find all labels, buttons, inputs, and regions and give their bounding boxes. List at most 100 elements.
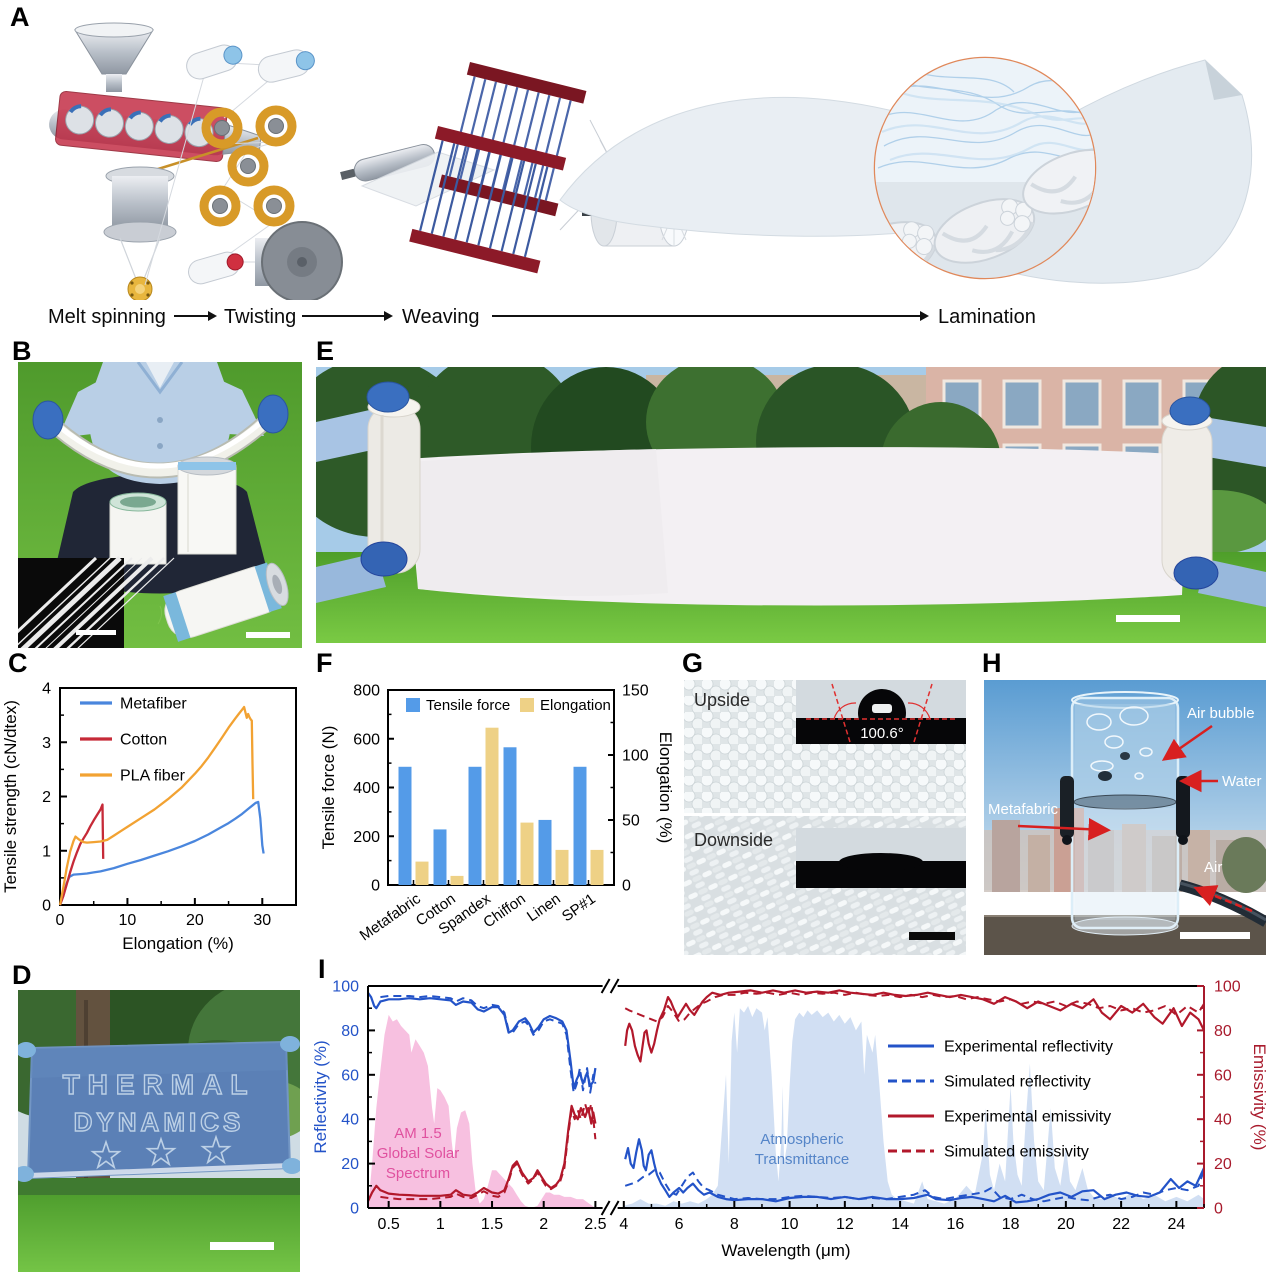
panel-label-b: B (12, 336, 32, 366)
step-twisting: Twisting (224, 306, 297, 328)
svg-text:14: 14 (891, 1216, 909, 1233)
svg-text:20: 20 (341, 1156, 359, 1173)
svg-text:0: 0 (42, 898, 51, 915)
svg-text:12: 12 (836, 1216, 854, 1233)
metafabric-banner: THERMAL DYNAMICS (18, 1036, 300, 1182)
contact-angle-value: 100.6° (860, 725, 904, 742)
svg-text:PLA fiber: PLA fiber (120, 768, 186, 785)
air-bubble-label: Air bubble (1187, 705, 1255, 722)
svg-text:20: 20 (1214, 1156, 1232, 1173)
svg-text:Tensile force (N): Tensile force (N) (319, 726, 338, 850)
svg-text:22: 22 (1112, 1216, 1130, 1233)
svg-text:0: 0 (622, 878, 631, 895)
svg-text:100: 100 (332, 979, 359, 996)
step-melt-spinning: Melt spinning (48, 306, 166, 328)
star-icon (90, 1134, 232, 1170)
svg-text:24: 24 (1167, 1216, 1185, 1233)
process-arrow (492, 311, 929, 321)
svg-text:Cotton: Cotton (120, 732, 167, 749)
svg-text:Transmittance: Transmittance (755, 1151, 849, 1168)
svg-text:Spectrum: Spectrum (386, 1165, 450, 1182)
corner-ties (18, 1036, 300, 1182)
panel-label-g: G (682, 648, 704, 678)
lamination-illustration (559, 56, 1252, 284)
right-roll-and-hands (1161, 396, 1266, 607)
scale-bar (1180, 932, 1250, 939)
air-label: Air (1204, 859, 1222, 876)
svg-text:60: 60 (1214, 1067, 1232, 1084)
glove (1169, 396, 1211, 426)
svg-text:3: 3 (42, 735, 51, 752)
step-lamination: Lamination (938, 306, 1036, 328)
air-column (1075, 808, 1175, 920)
fabric-surface-photos: Upside 100.6° Downside (684, 680, 966, 955)
glove (366, 381, 410, 413)
clamp (1176, 776, 1190, 838)
svg-text:Linen: Linen (524, 890, 564, 925)
svg-text:16: 16 (946, 1216, 964, 1233)
process-arrow (174, 311, 217, 321)
svg-text:Wavelength (μm): Wavelength (μm) (721, 1241, 850, 1260)
panel-label-d: D (12, 960, 32, 990)
city-skyline (984, 808, 1266, 893)
scale-bar (76, 630, 116, 635)
svg-text:1: 1 (42, 843, 51, 860)
svg-text:Simulated reflectivity: Simulated reflectivity (944, 1074, 1091, 1091)
process-arrow (302, 311, 393, 321)
dyed-banner-photo: THERMAL DYNAMICS (18, 990, 300, 1272)
svg-text:2: 2 (42, 789, 51, 806)
lawn (18, 1195, 300, 1272)
svg-text:100: 100 (622, 748, 649, 765)
svg-text:Tensile force: Tensile force (426, 697, 510, 714)
svg-text:Metafiber: Metafiber (120, 696, 187, 713)
svg-text:50: 50 (622, 813, 640, 830)
svg-text:150: 150 (622, 683, 649, 700)
svg-text:100: 100 (1214, 979, 1241, 996)
svg-text:0.5: 0.5 (378, 1216, 400, 1233)
svg-text:8: 8 (730, 1216, 739, 1233)
svg-text:4: 4 (42, 681, 51, 698)
melt-spinning-illustration (49, 22, 262, 300)
svg-text:Simulated emissivity: Simulated emissivity (944, 1144, 1089, 1161)
svg-text:Experimental emissivity: Experimental emissivity (944, 1109, 1111, 1126)
svg-text:Experimental reflectivity: Experimental reflectivity (944, 1039, 1113, 1056)
air-bubbles (1086, 706, 1153, 780)
sem-inset (18, 556, 175, 648)
svg-text:0: 0 (350, 1201, 359, 1218)
large-metafabric-photo (316, 367, 1266, 643)
svg-text:Reflectivity (%): Reflectivity (%) (311, 1040, 330, 1153)
svg-text:4: 4 (619, 1216, 628, 1233)
yarn-spool-green (109, 492, 167, 565)
svg-text:20: 20 (1057, 1216, 1075, 1233)
svg-text:10: 10 (781, 1216, 799, 1233)
fabrication-process-illustration (49, 22, 1252, 300)
scale-bar (1116, 615, 1180, 622)
svg-text:2: 2 (539, 1216, 548, 1233)
svg-text:20: 20 (186, 912, 204, 929)
svg-text:80: 80 (1214, 1023, 1232, 1040)
panel-label-a: A (10, 2, 30, 32)
svg-text:40: 40 (1214, 1112, 1232, 1129)
svg-text:10: 10 (119, 912, 137, 929)
twisting-illustration (144, 44, 343, 300)
metafabric-membrane (1073, 794, 1177, 810)
downside-label: Downside (694, 830, 773, 850)
panel-label-f: F (316, 648, 333, 678)
svg-text:1: 1 (436, 1216, 445, 1233)
svg-text:30: 30 (253, 912, 271, 929)
metafiber-bundle-photo (18, 362, 302, 648)
svg-text:40: 40 (341, 1112, 359, 1129)
svg-text:AM 1.5: AM 1.5 (394, 1125, 442, 1142)
svg-text:80: 80 (341, 1023, 359, 1040)
panel-label-h: H (982, 648, 1002, 678)
svg-text:2.5: 2.5 (584, 1216, 606, 1233)
banner-text-line2: DYNAMICS (74, 1107, 245, 1137)
glove-right (257, 394, 289, 434)
air-flow-arrow (1193, 885, 1253, 913)
glove-left (32, 400, 64, 440)
svg-text:60: 60 (341, 1067, 359, 1084)
svg-text:Global Solar: Global Solar (377, 1145, 460, 1162)
svg-text:1.5: 1.5 (481, 1216, 503, 1233)
